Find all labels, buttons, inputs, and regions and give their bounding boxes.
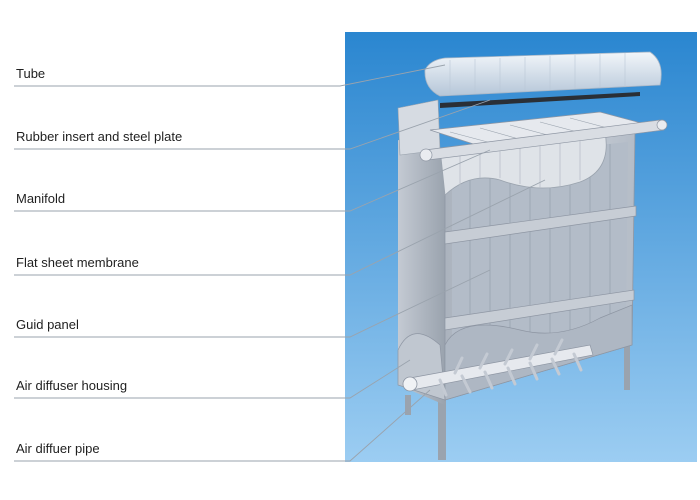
leader-rubber-insert xyxy=(14,99,491,150)
label-guide-panel: Guid panel xyxy=(16,317,79,332)
leader-flat-sheet xyxy=(14,179,546,276)
label-flat-sheet-membrane: Flat sheet membrane xyxy=(16,255,139,270)
air-diffuser-pipe xyxy=(402,338,594,397)
label-tube: Tube xyxy=(16,66,46,81)
support-legs xyxy=(405,340,630,460)
leader-diffuser-pipe xyxy=(14,389,431,462)
label-manifold: Manifold xyxy=(16,191,66,206)
rubber-insert-strip xyxy=(440,92,640,108)
tube xyxy=(424,51,662,97)
side-plate xyxy=(397,99,441,156)
label-air-diffuser-pipe: Air diffuer pipe xyxy=(16,441,100,456)
leader-tube xyxy=(14,64,446,87)
leader-manifold xyxy=(14,149,491,212)
frame-rails xyxy=(444,205,637,331)
manifold xyxy=(419,119,668,162)
label-air-diffuser-housing: Air diffuser housing xyxy=(16,378,128,393)
leader-guide-panel xyxy=(14,269,491,338)
label-rubber-insert: Rubber insert and steel plate xyxy=(16,129,183,144)
guide-panel xyxy=(444,304,633,401)
leader-diffuser-housing xyxy=(14,359,411,399)
flat-sheet-membrane xyxy=(452,142,628,385)
leader-lines xyxy=(14,64,546,462)
